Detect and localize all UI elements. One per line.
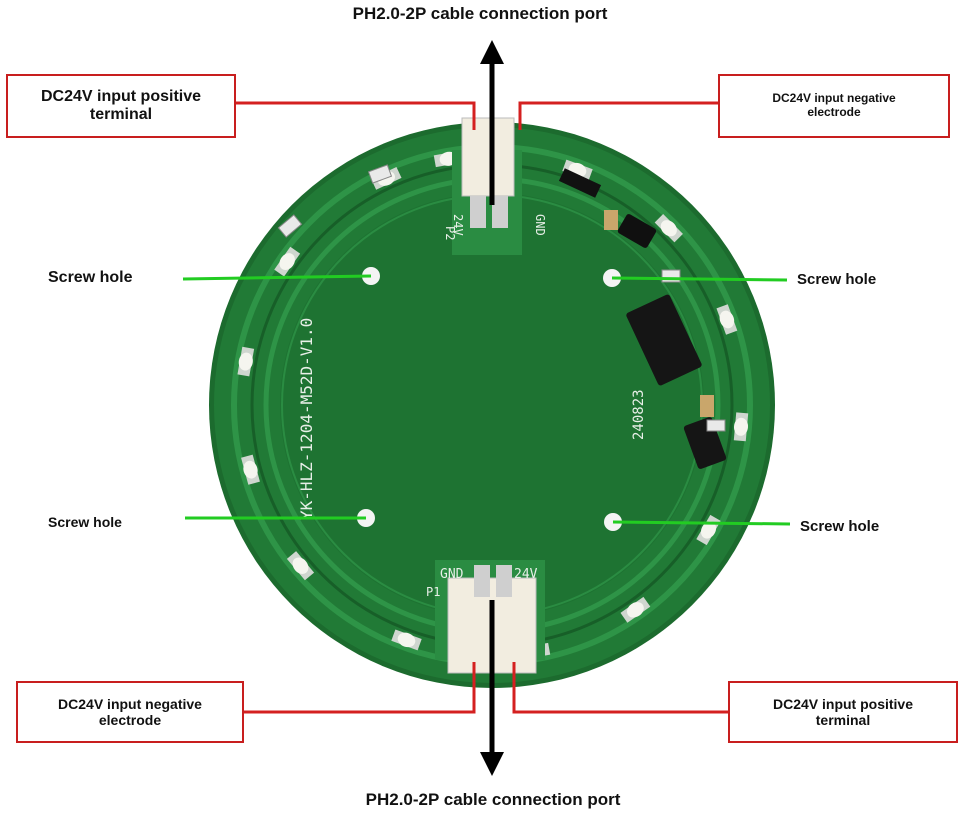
bottom-pin-label-2: 24V <box>514 567 538 582</box>
bottom-pin-label-1: GND <box>440 567 464 582</box>
led-9 <box>286 551 315 581</box>
led-3 <box>716 304 738 335</box>
bottom-connector: P1 GND 24V <box>426 560 545 674</box>
callout-bottom-left: DC24V input negative electrode <box>16 681 244 743</box>
led-8 <box>391 629 422 651</box>
callout-top-right: DC24V input negative electrode <box>718 74 950 138</box>
capacitor-c1 <box>604 210 618 230</box>
board-model-text: YK-HLZ-1204-M52D-V1.0 <box>297 318 316 520</box>
terminal-leaders <box>236 101 728 714</box>
top-connector: P2 24V GND <box>443 117 547 255</box>
ic-u2 <box>626 294 702 386</box>
screw-hole-label-lower-right: Screw hole <box>800 518 880 535</box>
top-connector-ref: P2 <box>443 226 457 240</box>
screw-hole-leaders <box>182 274 791 526</box>
screw-hole-label-upper-left: Screw hole <box>48 269 133 286</box>
led-6 <box>620 596 651 623</box>
arrow-down-icon <box>480 752 504 776</box>
led-2 <box>654 214 683 243</box>
callout-top-left: DC24V input positive terminal <box>6 74 236 138</box>
led-12 <box>274 246 301 277</box>
cable-arrows <box>480 40 504 776</box>
resistor-r3 <box>367 164 393 184</box>
callout-bottom-right: DC24V input positive terminal <box>728 681 958 743</box>
board-date-code: 240823 <box>631 389 647 440</box>
top-pin-label-1: 24V <box>451 214 465 236</box>
resistor-r5 <box>706 419 726 432</box>
led-4 <box>733 412 749 442</box>
screw-hole-label-upper-right: Screw hole <box>797 271 877 288</box>
screw-hole-label-lower-left: Screw hole <box>48 514 122 530</box>
led-10 <box>241 454 260 485</box>
driver-components <box>277 164 727 469</box>
pcb-board <box>209 122 775 688</box>
bottom-port-title: PH2.0-2P cable connection port <box>365 790 621 809</box>
led-11 <box>237 346 255 377</box>
top-pin-label-2: GND <box>533 214 547 236</box>
top-port-title: PH2.0-2P cable connection port <box>352 4 608 23</box>
ic-u1 <box>617 214 657 248</box>
arrow-up-icon <box>480 40 504 64</box>
bottom-connector-ref: P1 <box>426 585 440 599</box>
capacitor-c4 <box>700 395 714 417</box>
diode-d15 <box>558 168 602 198</box>
resistor-r6 <box>277 214 303 238</box>
